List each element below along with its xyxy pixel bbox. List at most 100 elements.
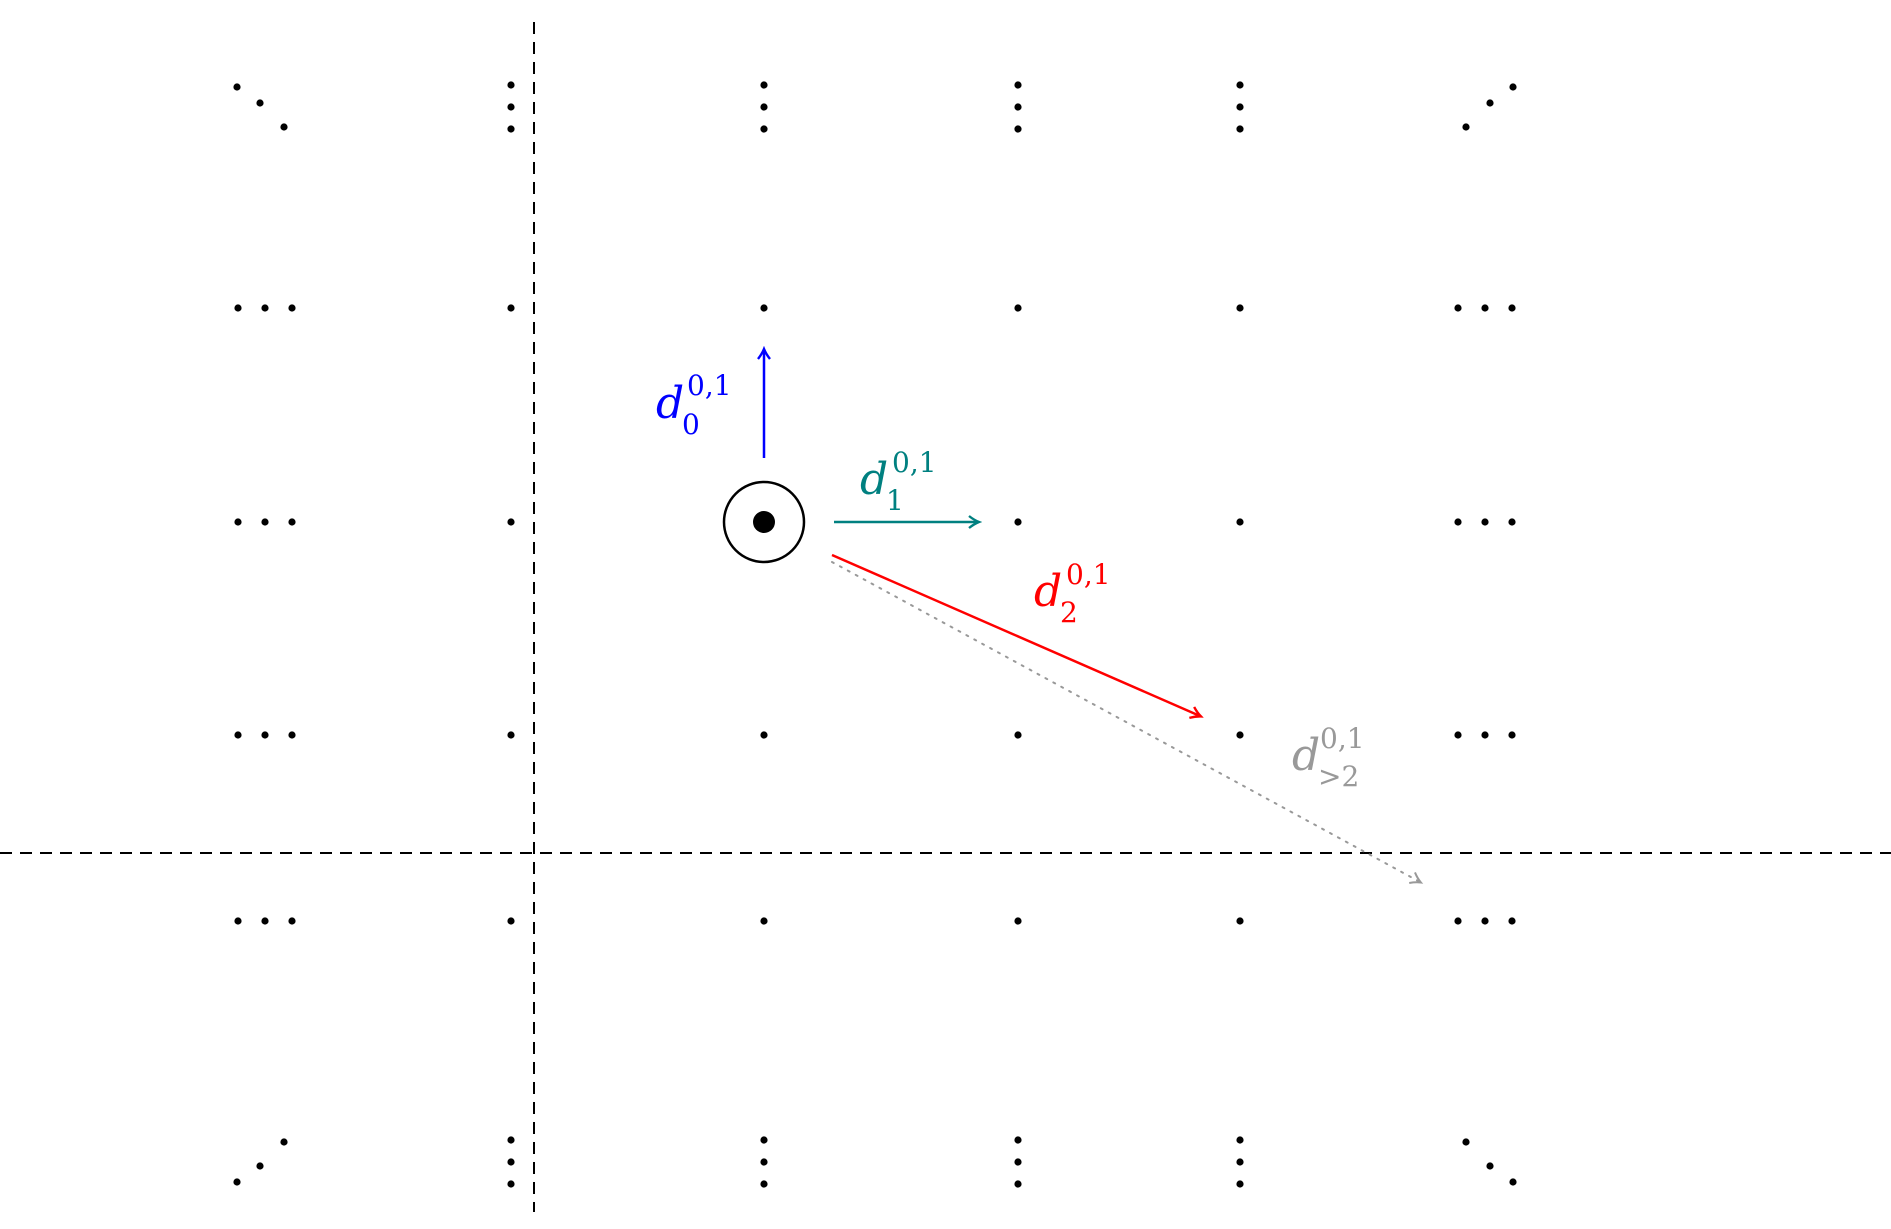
vertical-ellipsis-dot [507, 1180, 515, 1188]
vertical-ellipsis-dot [507, 1158, 515, 1166]
origin-node [722, 480, 806, 564]
vertical-ellipsis-dot [1014, 1136, 1022, 1144]
horizontal-ellipsis-dot [261, 731, 269, 739]
diag-ellipsis-dot [1462, 1138, 1470, 1146]
horizontal-ellipsis-dot [234, 731, 242, 739]
label-dgt2: d >2 0,1 [1292, 722, 1365, 793]
lattice-point [1236, 518, 1244, 526]
arrow-d2 [831, 553, 1200, 716]
label-d1-sup: 0,1 [892, 446, 937, 479]
horizontal-ellipsis-dot [1454, 304, 1462, 312]
label-d0-sub: 0 [682, 408, 700, 441]
vertical-ellipsis-dot [760, 1136, 768, 1144]
horizontal-ellipsis-dot [288, 518, 296, 526]
horizontal-ellipsis-dot [288, 731, 296, 739]
lattice-point [1236, 731, 1244, 739]
vertical-ellipsis-dot [760, 81, 768, 89]
vertical-ellipsis-dot [760, 103, 768, 111]
vertical-ellipsis-dot [760, 1180, 768, 1188]
lattice-point [1014, 304, 1022, 312]
label-d1-base: d [860, 454, 888, 505]
vertical-ellipsis-dot [760, 1158, 768, 1166]
horizontal-ellipsis-dot [1454, 917, 1462, 925]
svg-text:d: d [1292, 730, 1320, 781]
horizontal-ellipsis-dot [234, 518, 242, 526]
horizontal-ellipsis-dot [234, 304, 242, 312]
horizontal-ellipsis-dot [234, 917, 242, 925]
vertical-ellipsis-dot [1236, 125, 1244, 133]
vertical-ellipsis-dot [1236, 81, 1244, 89]
diag-ellipsis-dot [280, 1138, 288, 1146]
lattice-point [760, 731, 768, 739]
vertical-ellipsis-dot [507, 125, 515, 133]
lattice-point [1014, 518, 1022, 526]
horizontal-ellipsis-dot [1481, 917, 1489, 925]
vertical-ellipsis-dot [1014, 1158, 1022, 1166]
horizontal-ellipsis-dot [1481, 731, 1489, 739]
label-d2-sub: 2 [1060, 596, 1078, 629]
lattice-point [507, 917, 515, 925]
diag-ellipsis-dot [1509, 83, 1517, 91]
horizontal-ellipsis-dot [261, 518, 269, 526]
horizontal-ellipsis-dot [1508, 917, 1516, 925]
label-dgt2-sup: 0,1 [1320, 722, 1365, 755]
horizontal-ellipsis-dot [261, 917, 269, 925]
lattice-point [507, 518, 515, 526]
lattice-point [507, 731, 515, 739]
lattice-points [233, 81, 1517, 1188]
horizontal-ellipsis-dot [1481, 518, 1489, 526]
horizontal-ellipsis-dot [1481, 304, 1489, 312]
svg-text:d: d [656, 378, 684, 429]
horizontal-ellipsis-dot [1508, 304, 1516, 312]
label-d2: d 2 0,1 [1034, 558, 1111, 629]
diag-ellipsis-dot [1486, 99, 1494, 107]
lattice-point [507, 304, 515, 312]
arrow-dgt2 [831, 561, 1424, 884]
label-d0: d 0 0,1 [656, 369, 732, 441]
origin-inner-dot [753, 511, 775, 533]
vertical-ellipsis-dot [760, 125, 768, 133]
horizontal-ellipsis-dot [1454, 731, 1462, 739]
origin-outer-circle [722, 480, 806, 564]
vertical-ellipsis-dot [1236, 1136, 1244, 1144]
svg-text:d: d [860, 454, 888, 505]
lattice-point [760, 304, 768, 312]
vertical-ellipsis-dot [507, 1136, 515, 1144]
lattice-point [1236, 917, 1244, 925]
label-d2-sup: 0,1 [1066, 558, 1111, 591]
vertical-ellipsis-dot [1014, 1180, 1022, 1188]
svg-text:d: d [1034, 566, 1062, 617]
diag-ellipsis-dot [233, 83, 241, 91]
diag-ellipsis-dot [233, 1178, 241, 1186]
label-d2-base: d [1034, 566, 1062, 617]
label-dgt2-sub: >2 [1318, 760, 1359, 793]
vertical-ellipsis-dot [1236, 1158, 1244, 1166]
diag-ellipsis-dot [1486, 1162, 1494, 1170]
diag-ellipsis-dot [256, 99, 264, 107]
vertical-ellipsis-dot [1236, 103, 1244, 111]
vertical-ellipsis-dot [1014, 81, 1022, 89]
lattice-point [760, 917, 768, 925]
horizontal-ellipsis-dot [1508, 518, 1516, 526]
diag-ellipsis-dot [1509, 1178, 1517, 1186]
vertical-ellipsis-dot [507, 81, 515, 89]
horizontal-ellipsis-dot [261, 304, 269, 312]
label-d1-sub: 1 [886, 484, 904, 517]
label-d0-sup: 0,1 [687, 369, 732, 402]
diag-ellipsis-dot [256, 1162, 264, 1170]
lattice-point [1236, 304, 1244, 312]
vertical-ellipsis-dot [1236, 1180, 1244, 1188]
lattice-point [1014, 731, 1022, 739]
label-d1: d 1 0,1 [860, 446, 937, 517]
lattice-point [1014, 917, 1022, 925]
horizontal-ellipsis-dot [288, 917, 296, 925]
label-dgt2-base: d [1292, 730, 1320, 781]
vertical-ellipsis-dot [507, 103, 515, 111]
horizontal-ellipsis-dot [288, 304, 296, 312]
horizontal-ellipsis-dot [1508, 731, 1516, 739]
horizontal-ellipsis-dot [1454, 518, 1462, 526]
vertical-ellipsis-dot [1014, 103, 1022, 111]
diag-ellipsis-dot [280, 123, 288, 131]
diag-ellipsis-dot [1462, 123, 1470, 131]
